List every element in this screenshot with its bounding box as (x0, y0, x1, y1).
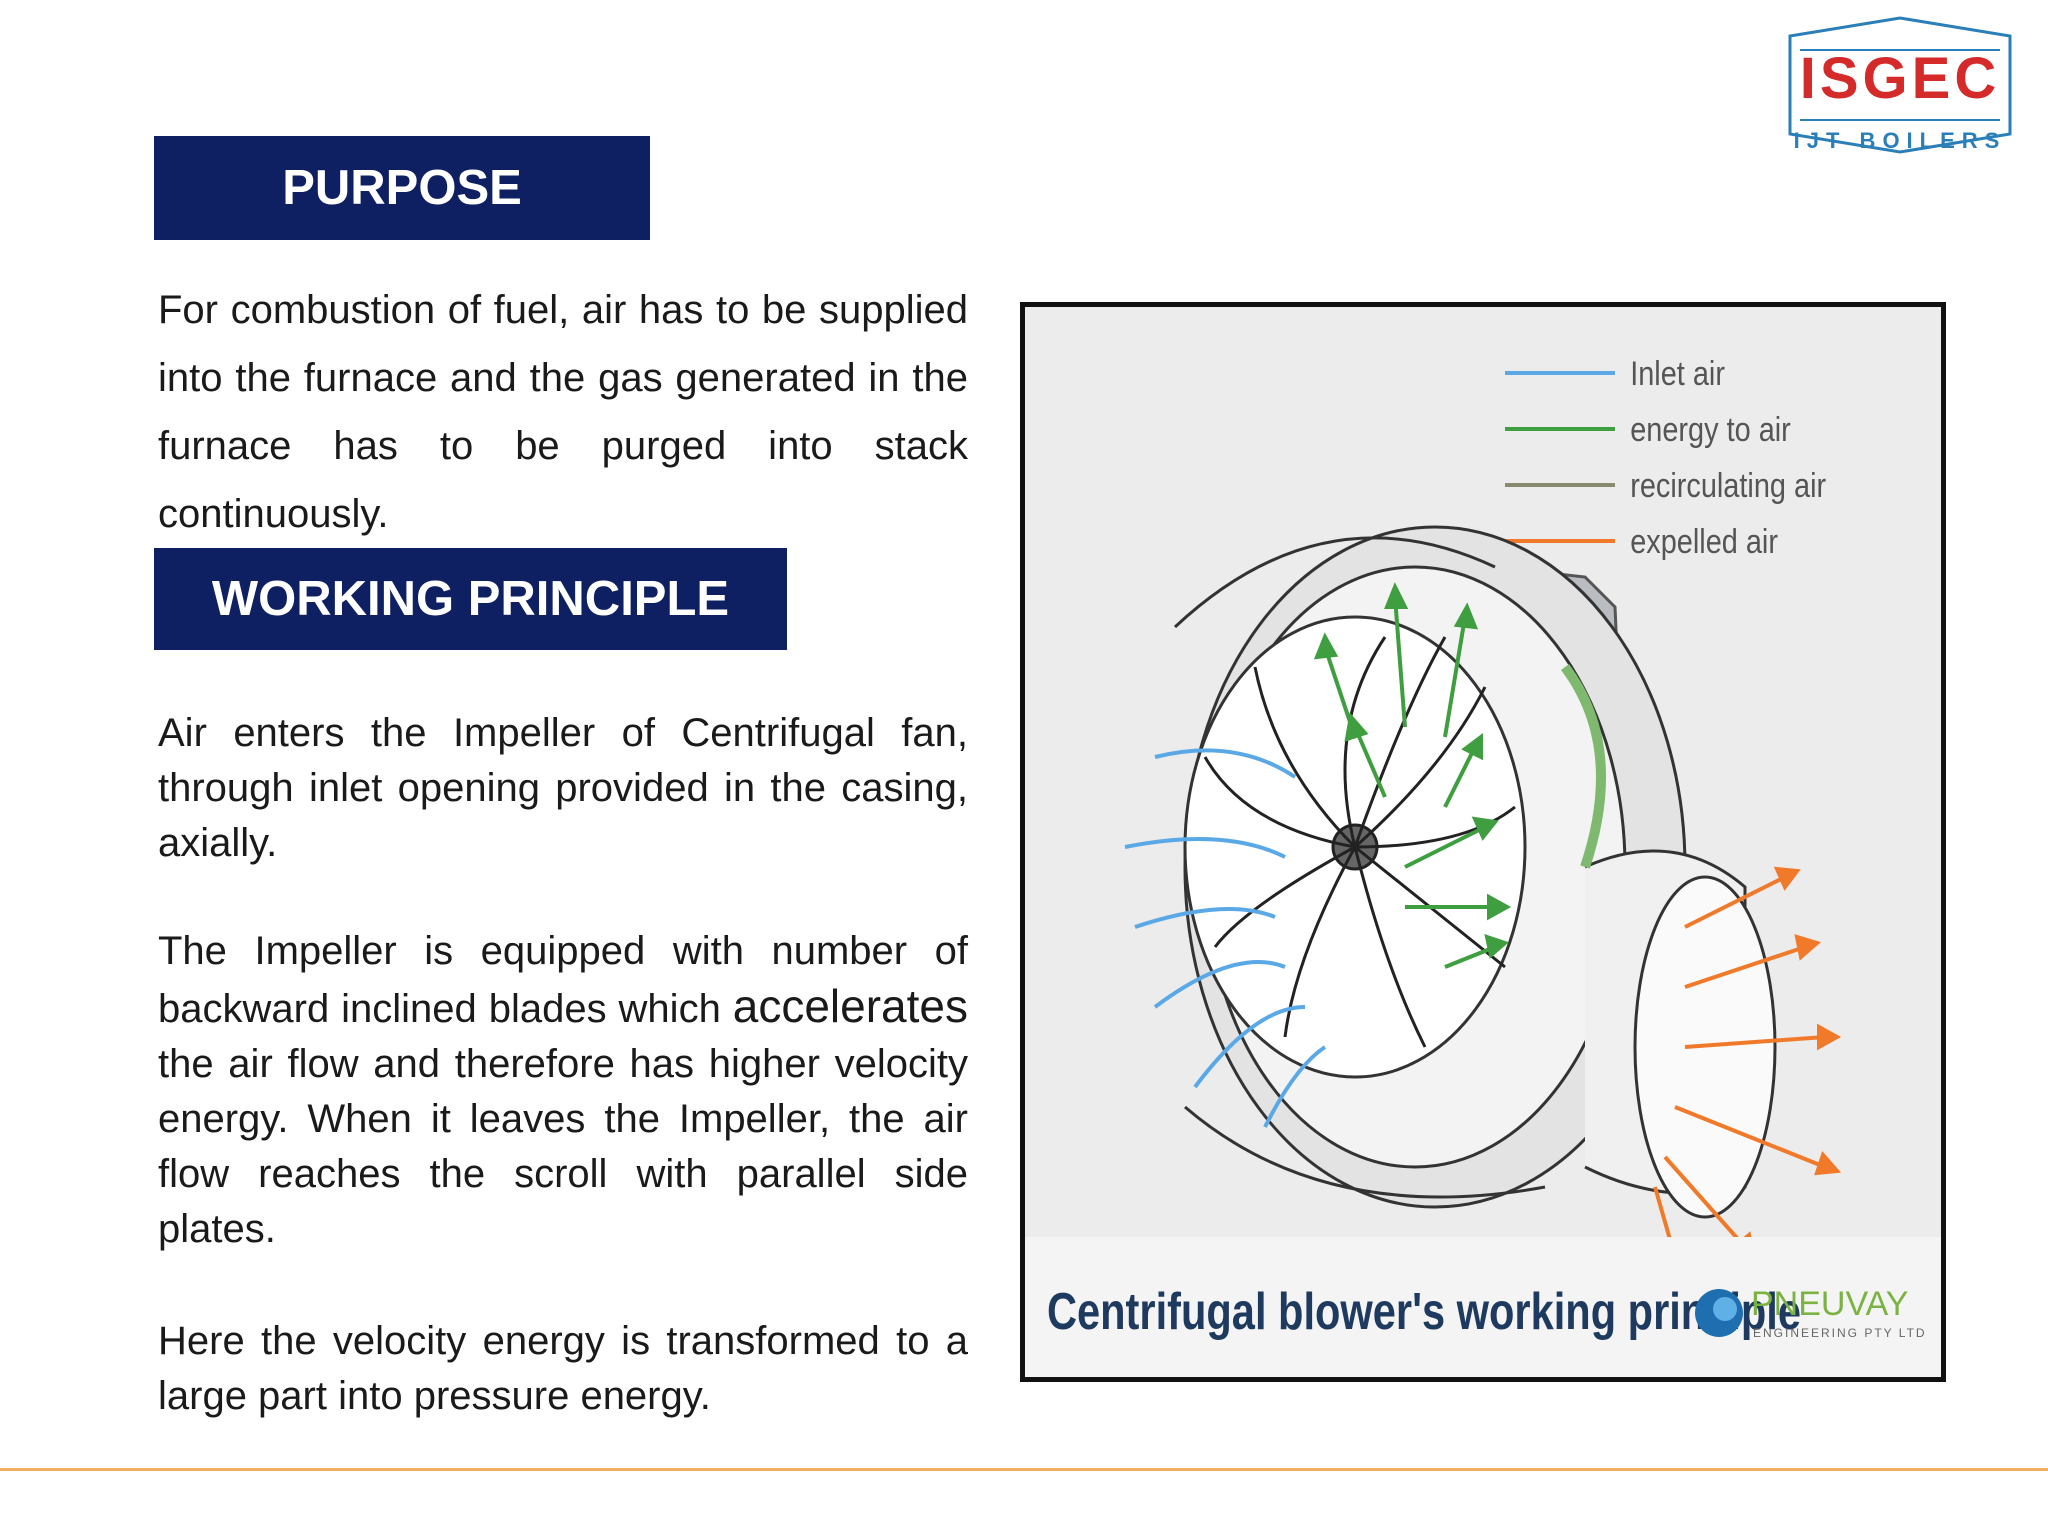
working-principle-heading-text: WORKING PRINCIPLE (211, 572, 730, 626)
legend-label-energy: energy to air (1630, 410, 1791, 449)
inlet-arrows (1124, 748, 1327, 1128)
legend-label-inlet: Inlet air (1630, 354, 1725, 393)
logo-tagline: IJT BOILERS (1794, 128, 2007, 153)
credit-sub: ENGINEERING PTY LTD (1753, 1326, 1927, 1340)
fan-housing (1173, 525, 1777, 1219)
credit-brand: PNEUVAY (1751, 1285, 1908, 1323)
purpose-heading-text: PURPOSE (282, 161, 522, 215)
purpose-paragraph: For combustion of fuel, air has to be su… (158, 288, 968, 536)
purpose-heading: PURPOSE (154, 136, 650, 240)
working-principle-heading: WORKING PRINCIPLE (154, 548, 787, 650)
p2-emphasis: accelerates (732, 980, 968, 1032)
blower-illustration: Inlet air energy to air recirculating ai… (1025, 354, 1941, 1377)
caption-bar (1025, 1237, 1941, 1377)
figure-legend: Inlet air energy to air recirculating ai… (1505, 354, 1826, 561)
energy-arrows (1313, 582, 1606, 969)
logo-brand: ISGEC (1800, 46, 2001, 111)
impeller (1203, 636, 1516, 1048)
isgec-logo: ISGEC IJT BOILERS (1788, 16, 2012, 154)
p2-end: the air flow and therefore has higher ve… (158, 1042, 968, 1251)
p2-start: The Impeller is equipped with number of … (158, 929, 968, 1031)
legend-label-recirculating: recirculating air (1630, 466, 1826, 505)
pneuvay-logo: PNEUVAY ENGINEERING PTY LTD (1695, 1285, 1927, 1340)
working-principle-paragraph-2: The Impeller is equipped with number of … (158, 924, 968, 1257)
working-principle-paragraph-3: Here the velocity energy is transformed … (158, 1319, 968, 1418)
centrifugal-blower-figure: Inlet air energy to air recirculating ai… (1020, 302, 1946, 1382)
footer-divider (0, 1468, 2048, 1471)
working-principle-paragraph-1: Air enters the Impeller of Centrifugal f… (158, 711, 968, 865)
figure-caption: Centrifugal blower's working principle (1047, 1282, 1801, 1341)
legend-label-expelled: expelled air (1630, 522, 1778, 561)
